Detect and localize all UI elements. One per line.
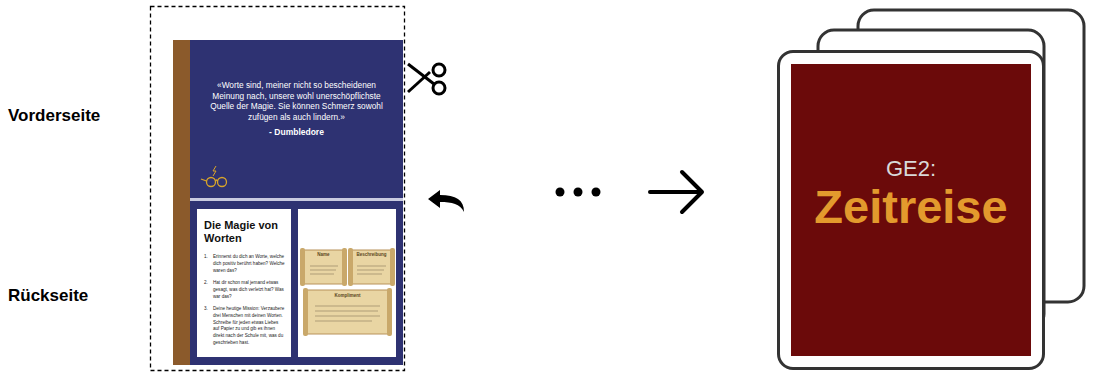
scroll-label: Name <box>302 252 345 257</box>
card-face: GE2:Zeitreise <box>791 64 1031 356</box>
scroll-roll <box>300 248 305 286</box>
ellipsis-dots <box>556 188 601 197</box>
scroll <box>350 250 393 284</box>
item-text: Deine heutige Mission: Verzaubere drei M… <box>213 306 285 346</box>
list-item: 1.Erinnerst du dich an Worte, welche dic… <box>204 254 285 274</box>
white-panel <box>298 209 396 357</box>
scroll-images <box>300 248 395 336</box>
glasses-icon <box>201 166 227 187</box>
return-arrow-icon <box>428 190 464 212</box>
scroll <box>305 290 390 334</box>
scroll-roll <box>342 248 347 286</box>
front-side-panel: «Worte sind, meiner nicht so bescheidene… <box>190 40 403 198</box>
item-number: 1. <box>204 254 213 274</box>
scissors-icon <box>408 64 445 94</box>
scroll-roll <box>387 288 392 336</box>
side-label: Vorderseite <box>8 106 100 126</box>
item-number: 2. <box>204 280 213 300</box>
list-item: 3.Deine heutige Mission: Verzaubere drei… <box>204 306 285 346</box>
scroll <box>302 250 345 284</box>
scroll-roll <box>303 288 308 336</box>
item-number: 3. <box>204 306 213 346</box>
card-title: Zeitreise <box>814 181 1007 233</box>
back-panel <box>190 201 403 365</box>
task-panel: Die Magie von Worten 1.Erinnerst du dich … <box>197 209 291 357</box>
scroll-label: Beschreibung <box>350 252 393 257</box>
scroll-roll <box>348 248 353 286</box>
fold-line <box>190 198 403 201</box>
item-text: Erinnerst du dich an Worte, welche dich … <box>213 254 285 274</box>
cut-outline <box>151 7 405 371</box>
scroll-label: Kompliment <box>305 293 390 298</box>
side-label: Rückseite <box>8 286 88 306</box>
panel-heading: Die Magie von Worten <box>204 219 285 245</box>
quote-author: - Dumbledore <box>269 127 324 138</box>
item-text: Hat dir schon mal jemand etwas gesagt, w… <box>213 280 285 300</box>
card-code: GE2: <box>886 157 936 181</box>
brown-strip <box>173 40 190 365</box>
result-card: GE2:Zeitreise <box>777 50 1045 370</box>
scroll-roll <box>390 248 395 286</box>
right-arrow <box>650 172 702 212</box>
quote-text: «Worte sind, meiner nicht so bescheidene… <box>206 80 387 123</box>
list-item: 2.Hat dir schon mal jemand etwas gesagt,… <box>204 280 285 300</box>
